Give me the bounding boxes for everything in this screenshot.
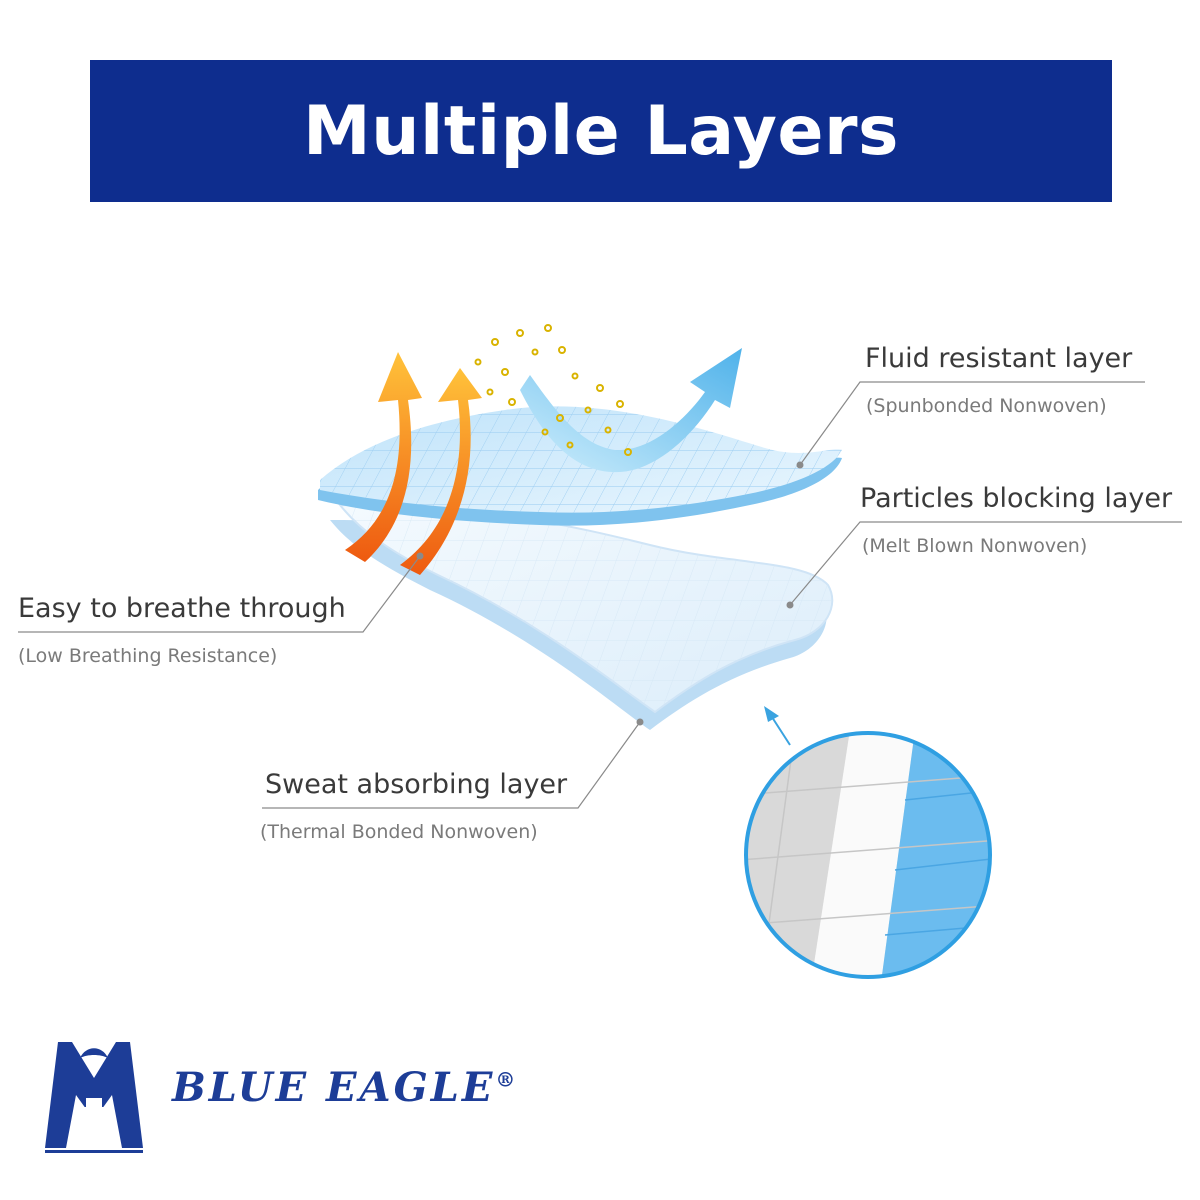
page-title: Multiple Layers xyxy=(302,91,900,171)
particles-layer-title: Particles blocking layer xyxy=(860,483,1173,514)
brand-name-text: BLUE EAGLE xyxy=(172,1064,496,1111)
melt-blown-layer xyxy=(330,503,834,730)
brand-name: BLUE EAGLE® xyxy=(172,1064,518,1111)
registered-mark: ® xyxy=(495,1067,519,1092)
fluid-layer-sub: (Spunbonded Nonwoven) xyxy=(866,395,1107,417)
title-banner: Multiple Layers xyxy=(90,60,1112,202)
breathe-sub: (Low Breathing Resistance) xyxy=(18,645,278,667)
sweat-layer-sub: (Thermal Bonded Nonwoven) xyxy=(260,821,538,843)
breathe-title: Easy to breathe through xyxy=(18,593,346,624)
particles xyxy=(474,324,632,456)
fluid-deflect-arrow xyxy=(520,348,742,473)
breathing-arrows xyxy=(345,352,482,575)
zoom-detail xyxy=(744,706,992,979)
sweat-layer-title: Sweat absorbing layer xyxy=(265,769,568,800)
particles-layer-sub: (Melt Blown Nonwoven) xyxy=(862,535,1088,557)
fluid-layer-title: Fluid resistant layer xyxy=(865,343,1133,374)
leader-lines xyxy=(18,381,1182,809)
brand-logo-icon xyxy=(45,1042,143,1153)
